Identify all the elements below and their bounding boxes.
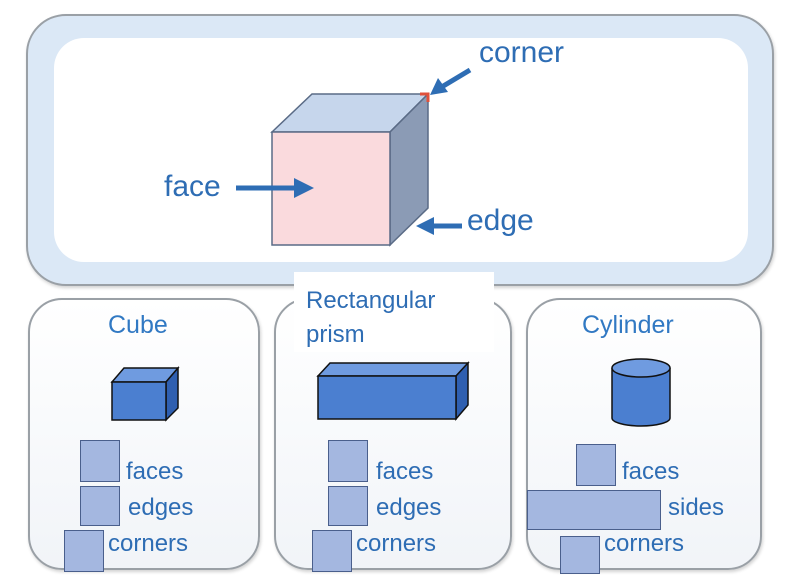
cube-card — [28, 298, 260, 570]
cube-title: Cube — [108, 311, 168, 339]
face-arrow-head — [294, 178, 314, 198]
edge-arrow-head — [416, 217, 434, 235]
edge-label: edge — [467, 204, 534, 237]
corner-arrow-head — [430, 78, 448, 95]
cube-edges-label: edges — [128, 494, 194, 521]
cylinder-corners-answer-box[interactable] — [560, 536, 600, 574]
face-label: face — [164, 170, 221, 203]
cube-corners-label: corners — [108, 530, 189, 557]
cylinder-sides-label: sides — [668, 494, 725, 521]
prism-title-backdrop — [294, 272, 494, 352]
prism-edges-label: edges — [376, 494, 442, 521]
prism-title: Rectangular prism — [306, 287, 436, 348]
prism-faces-answer-box[interactable] — [328, 440, 368, 482]
cylinder-corners-label: corners — [604, 530, 685, 557]
cylinder-faces-answer-box[interactable] — [576, 444, 616, 486]
prism-edges-answer-box[interactable] — [328, 486, 368, 526]
cube-corners-answer-box[interactable] — [64, 530, 104, 572]
cube-faces-answer-box[interactable] — [80, 440, 120, 482]
cube-edges-answer-box[interactable] — [80, 486, 120, 526]
large-cube-diagram — [236, 67, 472, 247]
corner-label: corner — [479, 36, 565, 69]
cylinder-sides-answer-box[interactable] — [527, 490, 661, 530]
corner-marker — [420, 92, 430, 102]
cylinder-title: Cylinder — [582, 311, 674, 339]
prism-corners-answer-box[interactable] — [312, 530, 352, 572]
cube-faces-label: faces — [126, 458, 184, 485]
corner-arrow — [438, 67, 472, 91]
prism-faces-label: faces — [376, 458, 434, 485]
cylinder-faces-label: faces — [622, 458, 680, 485]
prism-corners-label: corners — [356, 530, 437, 557]
